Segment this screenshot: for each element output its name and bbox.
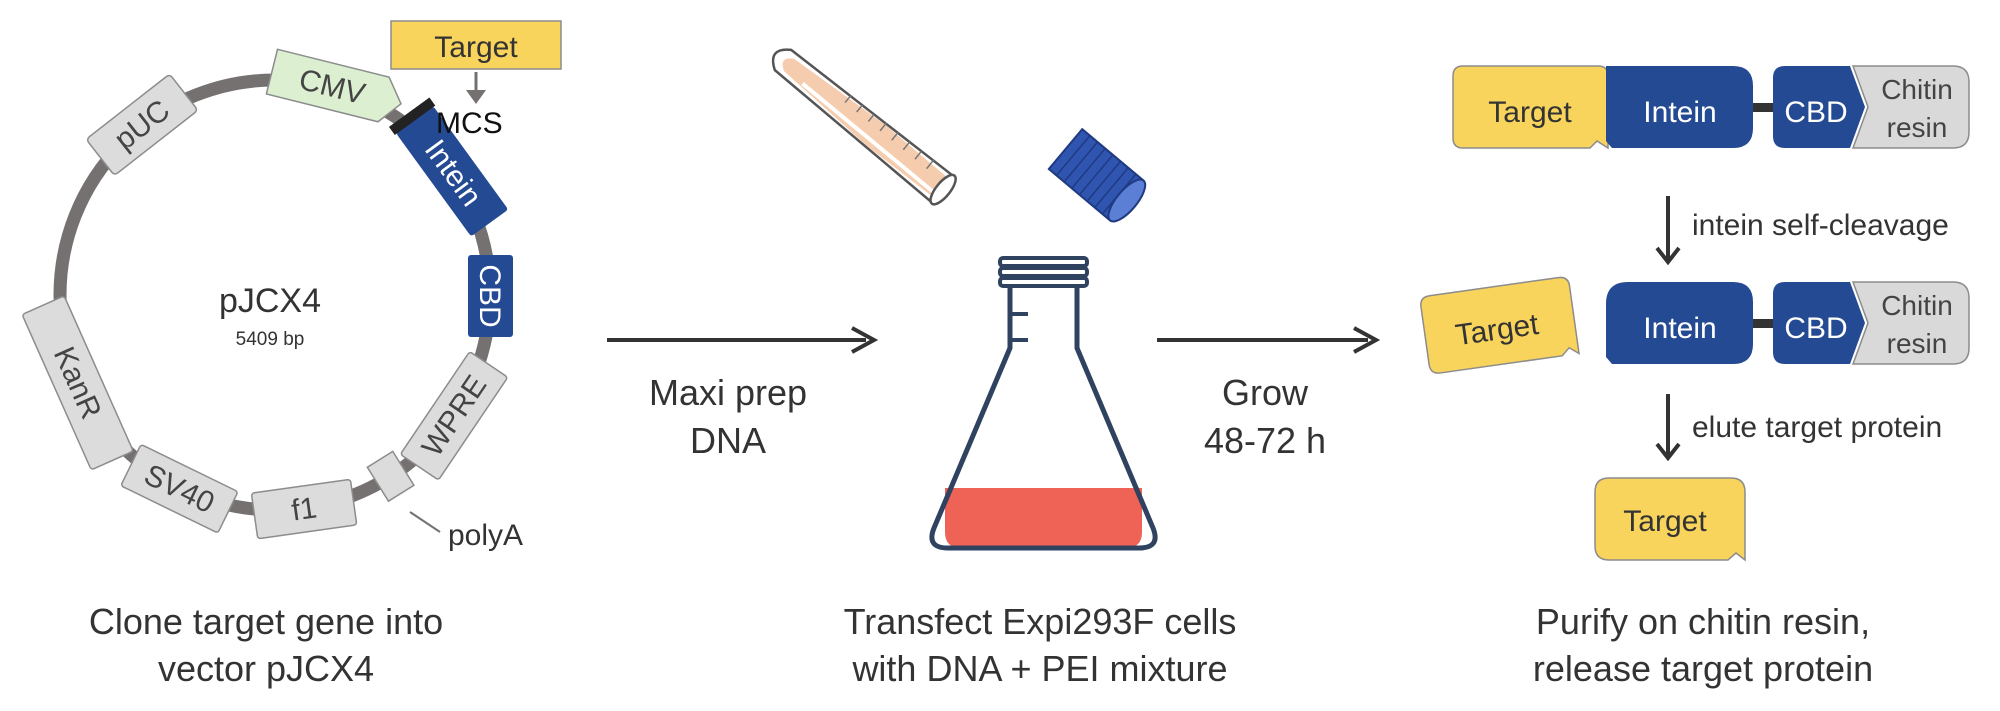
feature-sv40: SV40 [121, 444, 238, 533]
mcs-label: MCS [436, 107, 503, 140]
arrow-self-cleavage [1655, 196, 1681, 266]
intein-label-2: Intein [1643, 312, 1716, 345]
intein-resin-complex: Intein CBD Chitin resin [1606, 281, 1970, 365]
maxi-prep-label-line1: Maxi prep [649, 372, 807, 413]
intein-label: Intein [1643, 96, 1716, 129]
plasmid-size: 5409 bp [236, 329, 305, 350]
cbd-label: CBD [1784, 96, 1847, 129]
polya-label: polyA [448, 519, 523, 552]
eluted-target: Target [1594, 477, 1746, 562]
tube-cap [1047, 127, 1147, 223]
resin-label-2-line1: Chitin [1881, 290, 1953, 321]
insert-target-box [390, 20, 562, 70]
fusion-protein-bound: Target Intein CBD Chitin resin [1452, 65, 1970, 150]
plasmid-map: pUC CMV Intein CBD * WPRE [22, 20, 562, 552]
feature-puc: pUC [86, 74, 198, 175]
feature-kanr: KanR [22, 296, 134, 470]
transfect-caption-line2: with DNA + PEI mixture [851, 648, 1227, 689]
elute-label: elute target protein [1692, 411, 1942, 444]
cbd-domain [1773, 66, 1865, 148]
feature-wpre: WPRE [400, 351, 508, 480]
self-cleavage-label: intein self-cleavage [1692, 209, 1949, 242]
feature-f1: f1 [250, 478, 358, 540]
maxi-prep-label-line2: DNA [690, 420, 766, 461]
arrow-maxi-prep [607, 326, 879, 354]
intein-domain [1606, 66, 1753, 148]
resin-label-2-line2: resin [1887, 328, 1948, 359]
target-domain [1452, 65, 1609, 150]
insert-target-label: Target [434, 31, 518, 64]
pipette-tube [771, 48, 957, 206]
clone-caption-line1: Clone target gene into [89, 601, 443, 642]
purify-caption-line1: Purify on chitin resin, [1536, 601, 1870, 642]
polya-leader [409, 511, 441, 533]
clone-caption-line2: vector pJCX4 [158, 648, 374, 689]
resin-label-line2: resin [1887, 112, 1948, 143]
feature-cbd: CBD [468, 255, 513, 337]
eluted-target-label: Target [1623, 505, 1707, 538]
arrow-grow [1157, 326, 1381, 354]
purify-caption-line2: release target protein [1533, 648, 1873, 689]
cbd-label-2: CBD [1784, 312, 1847, 345]
mcs-marker [388, 97, 436, 136]
linker [1753, 103, 1773, 112]
feature-cbd-label: CBD [473, 264, 506, 327]
grow-label-line2: 48-72 h [1204, 420, 1326, 461]
resin-label-line1: Chitin [1881, 74, 1953, 105]
feature-cmv: CMV [265, 48, 402, 123]
feature-f1-label: f1 [289, 491, 318, 527]
feature-polya [366, 450, 415, 503]
plasmid-name: pJCX4 [219, 282, 321, 320]
released-target-tilted: Target [1420, 276, 1580, 374]
arrow-elute [1655, 394, 1681, 462]
erlenmeyer-flask [929, 256, 1158, 551]
insert-arrowhead [466, 90, 486, 104]
target-label: Target [1488, 96, 1572, 129]
transfect-caption-line1: Transfect Expi293F cells [844, 601, 1237, 642]
chitin-resin [1851, 65, 1970, 149]
grow-label-line1: Grow [1222, 372, 1309, 413]
